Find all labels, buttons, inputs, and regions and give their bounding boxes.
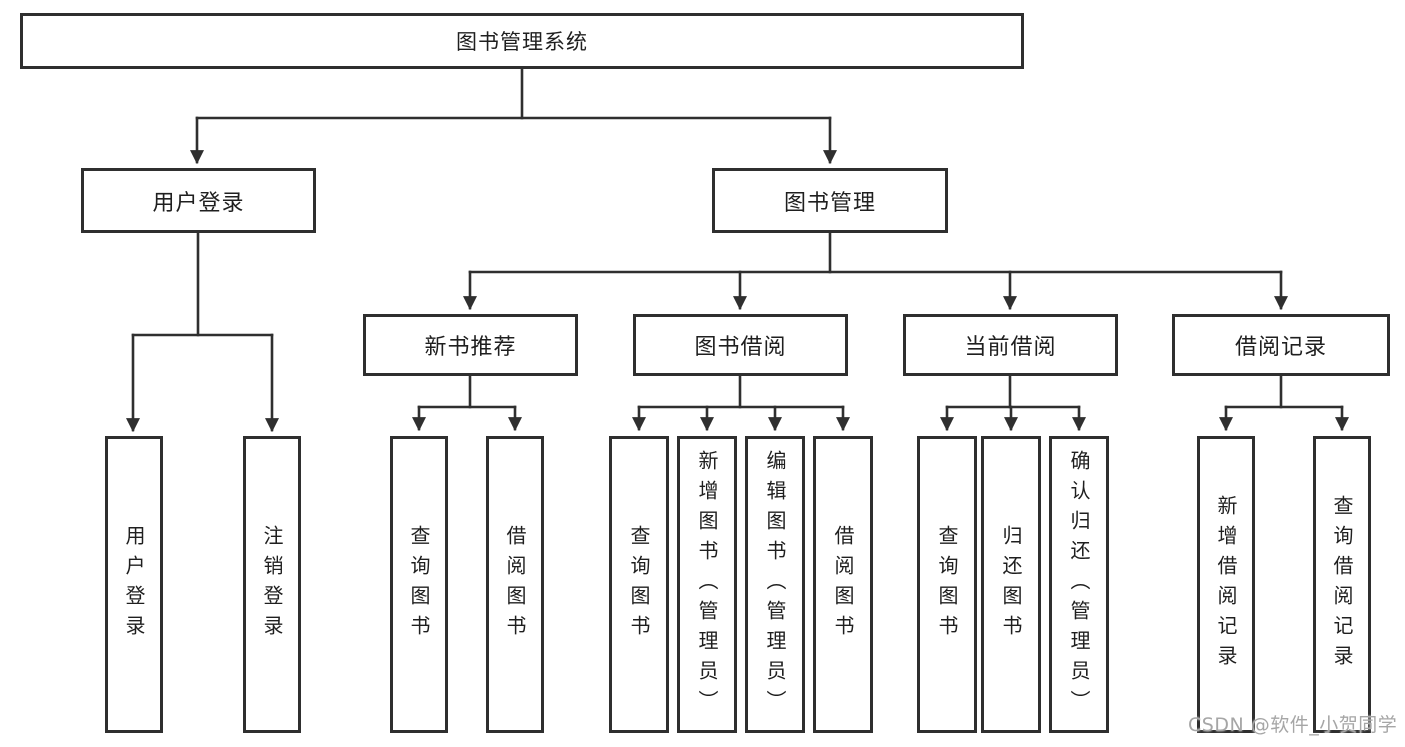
leaf-confirm-return-admin-label: 确认归还（管理员） (1067, 449, 1091, 720)
leaf-return-books: 归还图书 (981, 436, 1041, 733)
node-root-label: 图书管理系统 (456, 30, 588, 54)
node-book-borrow-label: 图书借阅 (694, 335, 787, 360)
node-book-borrow: 图书借阅 (633, 314, 848, 376)
leaf-recommend-borrow-books: 借阅图书 (486, 436, 544, 733)
node-root: 图书管理系统 (20, 13, 1024, 69)
leaf-recommend-search-books: 查询图书 (390, 436, 448, 733)
node-book-management: 图书管理 (712, 168, 948, 233)
node-current-borrow: 当前借阅 (903, 314, 1118, 376)
leaf-recommend-search-books-label: 查询图书 (407, 524, 431, 645)
leaf-search-borrow-record-label: 查询借阅记录 (1330, 494, 1354, 675)
leaf-user-login: 用户登录 (105, 436, 163, 733)
leaf-add-borrow-record: 新增借阅记录 (1197, 436, 1255, 733)
leaf-add-books-admin: 新增图书（管理员） (677, 436, 737, 733)
leaf-search-borrow-record: 查询借阅记录 (1313, 436, 1371, 733)
leaf-edit-books-admin-label: 编辑图书（管理员） (763, 449, 787, 720)
leaf-user-login-label: 用户登录 (122, 524, 146, 645)
leaf-borrow-books: 借阅图书 (813, 436, 873, 733)
node-user-login: 用户登录 (81, 168, 316, 233)
leaf-current-search-books-label: 查询图书 (935, 524, 959, 645)
node-borrow-records: 借阅记录 (1172, 314, 1390, 376)
node-new-book-recommend-label: 新书推荐 (424, 335, 517, 360)
leaf-borrow-search-books: 查询图书 (609, 436, 669, 733)
node-current-borrow-label: 当前借阅 (964, 335, 1057, 360)
node-borrow-records-label: 借阅记录 (1234, 335, 1327, 360)
leaf-borrow-books-label: 借阅图书 (831, 524, 855, 645)
watermark: CSDN @软件_小贺同学 (1188, 714, 1398, 736)
node-new-book-recommend: 新书推荐 (363, 314, 578, 376)
leaf-logout: 注销登录 (243, 436, 301, 733)
leaf-add-borrow-record-label: 新增借阅记录 (1214, 494, 1238, 675)
leaf-borrow-search-books-label: 查询图书 (627, 524, 651, 645)
leaf-edit-books-admin: 编辑图书（管理员） (745, 436, 805, 733)
leaf-recommend-borrow-books-label: 借阅图书 (503, 524, 527, 645)
leaf-current-search-books: 查询图书 (917, 436, 977, 733)
leaf-add-books-admin-label: 新增图书（管理员） (695, 449, 719, 720)
node-book-management-label: 图书管理 (783, 190, 876, 216)
node-user-login-label: 用户登录 (152, 190, 245, 216)
leaf-confirm-return-admin: 确认归还（管理员） (1049, 436, 1109, 733)
leaf-return-books-label: 归还图书 (999, 524, 1023, 645)
leaf-logout-label: 注销登录 (260, 524, 284, 645)
